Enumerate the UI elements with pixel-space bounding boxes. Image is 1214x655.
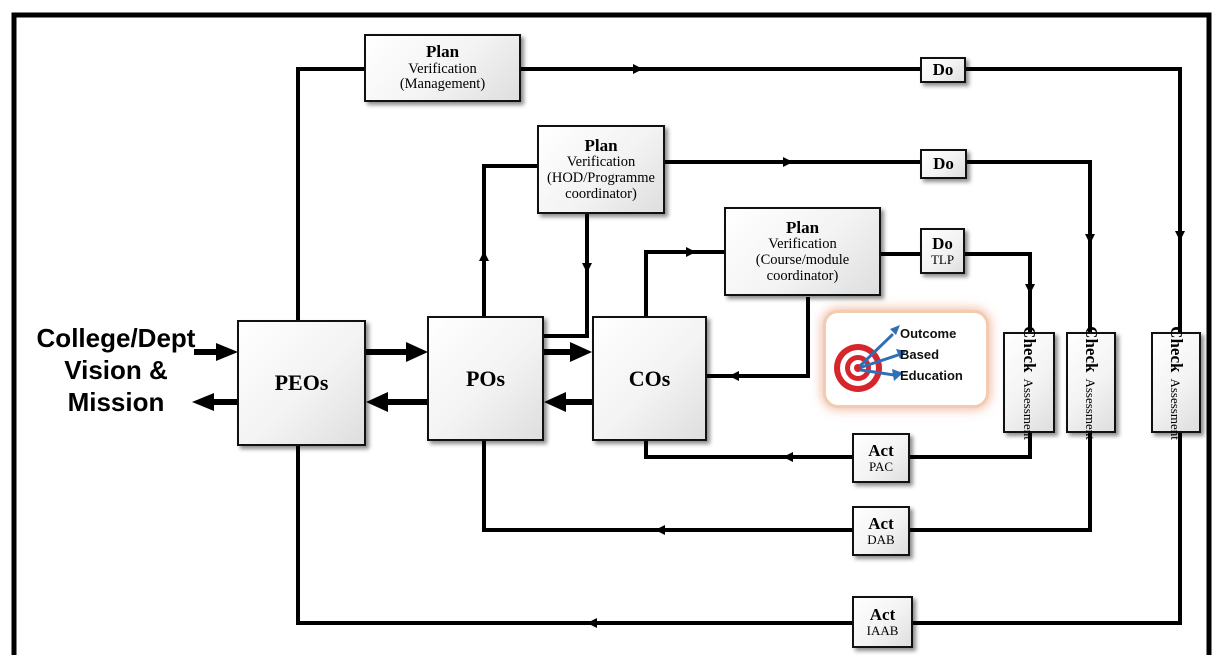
obe-line-2: Based	[900, 344, 984, 365]
assessment-label: Assessment	[1082, 378, 1098, 439]
act-label: Act	[870, 606, 895, 624]
act-label: Act	[868, 442, 893, 460]
pos-box: POs	[427, 316, 544, 441]
pos-label: POs	[466, 367, 505, 391]
vision-mission-label: College/Dept Vision & Mission	[18, 322, 214, 418]
plan-course-box: Plan Verification (Course/module coordin…	[724, 207, 881, 296]
act-iaab-box: Act IAAB	[852, 596, 913, 648]
vision-line-1: College/Dept	[18, 322, 214, 354]
do-label: Do	[933, 155, 954, 173]
plan-line: (Course/module	[756, 253, 849, 269]
peos-box: PEOs	[237, 320, 366, 446]
plan-line: coordinator)	[565, 187, 637, 203]
plan-hod-box: Plan Verification (HOD/Programme coordin…	[537, 125, 665, 214]
act-sub-label: DAB	[867, 533, 894, 547]
obe-badge: Outcome Based Education	[826, 313, 986, 405]
plan-line: Verification	[567, 155, 635, 171]
plan-line: coordinator)	[767, 269, 839, 285]
assessment-label: Assessment	[1167, 378, 1183, 439]
vision-line-3: Mission	[18, 386, 214, 418]
obe-line-1: Outcome	[900, 323, 984, 344]
do-label: Do	[933, 61, 954, 79]
check-label: Check	[1019, 326, 1039, 372]
plan-line: Verification	[408, 62, 476, 78]
plan-title: Plan	[584, 137, 617, 155]
plan-title: Plan	[426, 43, 459, 61]
obe-text: Outcome Based Education	[900, 323, 984, 386]
peos-label: PEOs	[275, 371, 329, 395]
check-label: Check	[1166, 326, 1186, 372]
vision-line-2: Vision &	[18, 354, 214, 386]
act-pac-box: Act PAC	[852, 433, 910, 483]
do-hod-box: Do	[920, 149, 967, 179]
cos-label: COs	[629, 367, 671, 391]
do-management-box: Do	[920, 57, 966, 83]
obe-line-3: Education	[900, 365, 984, 386]
act-dab-box: Act DAB	[852, 506, 910, 556]
cos-box: COs	[592, 316, 707, 441]
plan-title: Plan	[786, 219, 819, 237]
do-label: Do	[932, 235, 953, 253]
plan-line: (Management)	[400, 77, 485, 93]
plan-line: (HOD/Programme	[547, 171, 655, 187]
tlp-label: TLP	[931, 253, 954, 267]
act-sub-label: PAC	[869, 460, 893, 474]
plan-line: Verification	[768, 237, 836, 253]
act-label: Act	[868, 515, 893, 533]
check-label: Check	[1081, 326, 1101, 372]
plan-management-box: Plan Verification (Management)	[364, 34, 521, 102]
target-icon	[828, 313, 908, 405]
act-sub-label: IAAB	[867, 624, 899, 638]
do-tlp-box: Do TLP	[920, 228, 965, 274]
assessment-label: Assessment	[1020, 378, 1036, 439]
